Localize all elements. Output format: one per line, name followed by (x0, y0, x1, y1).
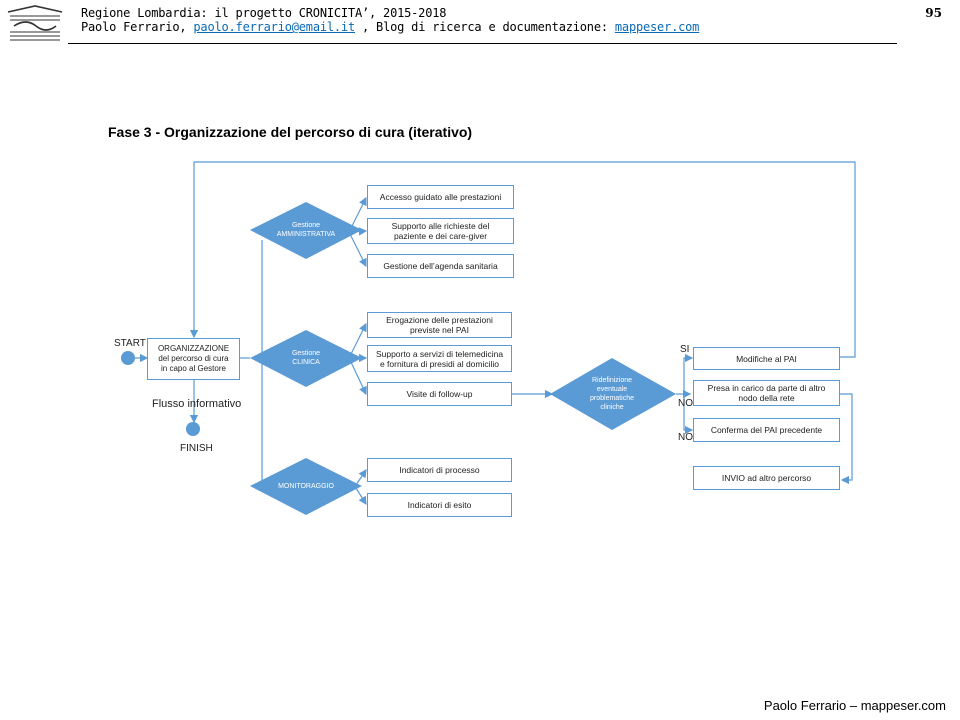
admin-box: Supporto alle richieste del paziente e d… (367, 218, 514, 244)
admin-box: Accesso guidato alle prestazioni (367, 185, 514, 209)
diamond-amministrativa-label: Gestione AMMINISTRATIVA (276, 222, 336, 238)
blog-link[interactable]: mappeser.com (614, 20, 700, 34)
outcome-box: Modifiche al PAI (693, 347, 840, 370)
org-box: ORGANIZZAZIONE del percorso di cura in c… (147, 338, 240, 380)
no-label: NO (678, 398, 693, 409)
diamond-ridefinizione-label: Ridefinizione eventuale problematiche cl… (590, 377, 634, 411)
outcome-box: Presa in carico da parte di altro nodo d… (693, 380, 840, 406)
page-number: 95 (925, 6, 942, 20)
no-label: NO (678, 432, 693, 443)
si-label: SI (680, 344, 690, 355)
diagram-title: Fase 3 - Organizzazione del percorso di … (108, 124, 473, 140)
diamond-monitoraggio (250, 458, 362, 515)
outcome-box: INVIO ad altro percorso (693, 466, 840, 490)
header-blog-label: , Blog di ricerca e documentazione: (354, 20, 615, 34)
header-author: Paolo Ferrario, (81, 20, 194, 34)
header-line1: Regione Lombardia: il progetto CRONICITA… (81, 6, 447, 20)
header-line2: Paolo Ferrario, paolo.ferrario@email.it … (81, 20, 699, 34)
clinical-box: Erogazione delle prestazioni previste ne… (367, 312, 512, 338)
admin-box: Gestione dell’agenda sanitaria (367, 254, 514, 278)
monitor-box: Indicatori di processo (367, 458, 512, 482)
clinical-box: Visite di follow-up (367, 382, 512, 406)
start-label: START (114, 338, 146, 349)
outcome-box: Conferma del PAI precedente (693, 418, 840, 442)
diamond-ridefinizione (550, 358, 676, 430)
clinical-box: Supporto a servizi di telemedicina e for… (367, 345, 512, 372)
email-link[interactable]: paolo.ferrario@email.it (193, 20, 355, 34)
logo-image (7, 5, 63, 41)
diamond-monitoraggio-label: MONITORAGGIO (278, 482, 334, 490)
header-text: Regione Lombardia: il progetto CRONICITA… (81, 6, 699, 34)
finish-label: FINISH (180, 443, 213, 454)
monitor-box: Indicatori di esito (367, 493, 512, 517)
diamond-clinica (250, 330, 362, 387)
diamond-amministrativa (250, 202, 362, 259)
finish-node (186, 422, 200, 436)
footer-text: Paolo Ferrario – mappeser.com (763, 698, 946, 713)
diamond-clinica-label: Gestione CLINICA (291, 350, 321, 366)
header-divider (68, 43, 897, 44)
flow-label: Flusso informativo (152, 398, 242, 410)
start-node (121, 351, 135, 365)
